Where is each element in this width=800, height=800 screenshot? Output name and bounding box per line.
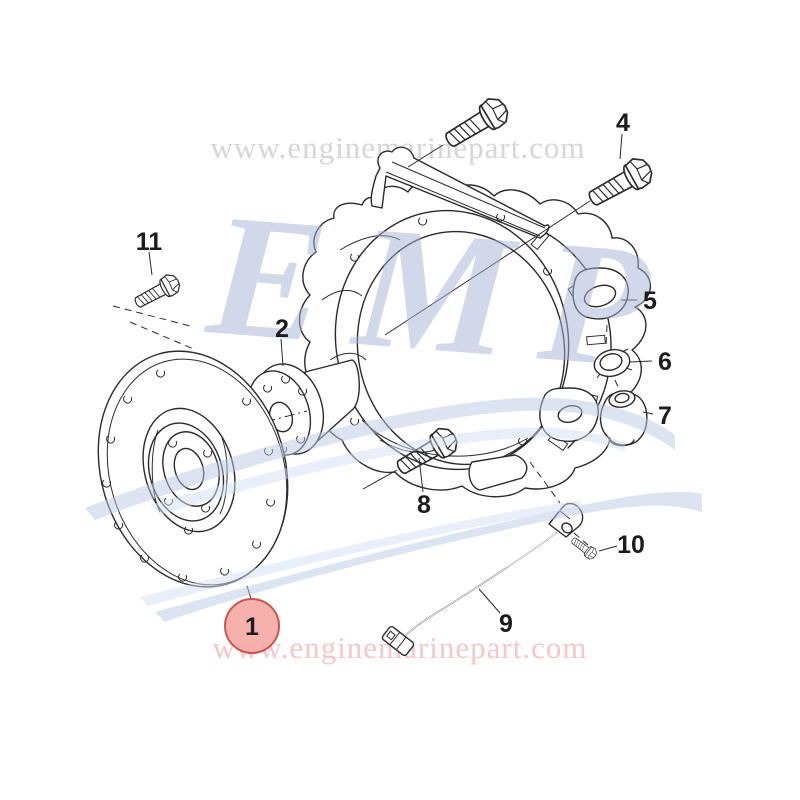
callout-number-4: 4 [616, 109, 630, 137]
callout-number-5: 5 [643, 287, 657, 315]
part-drawing-drive-coupler [245, 359, 360, 456]
callout-number-9: 9 [499, 610, 513, 638]
bolt11-locator-dashes [112, 305, 197, 351]
part-drawing-bolt-11 [130, 270, 184, 313]
callout-number-10: 10 [617, 531, 645, 559]
part-drawing-retainer-ring [593, 348, 633, 379]
highlight-circle[interactable] [224, 598, 280, 654]
emp-watermark: EMP [200, 176, 685, 406]
callout-number-8: 8 [417, 491, 431, 519]
callout-number-1: 1 [245, 613, 259, 641]
wave-swoosh [85, 397, 702, 622]
part-drawing-flywheel [97, 350, 289, 588]
leader-lines [148, 133, 654, 614]
callout-number-6: 6 [658, 348, 672, 376]
highlighted-callout-1[interactable]: 1 [224, 598, 280, 654]
callout-number-2: 2 [275, 315, 289, 343]
callout-number-11: 11 [136, 228, 163, 256]
part-drawing-screw-10 [568, 534, 600, 562]
callout-number-7: 7 [658, 402, 672, 430]
line-art [97, 92, 658, 657]
emp-logo-text: EMP [200, 176, 685, 406]
part-drawing-bolt-4 [582, 152, 658, 214]
callout-labels: 2 4 5 6 7 8 9 10 11 [136, 109, 672, 638]
